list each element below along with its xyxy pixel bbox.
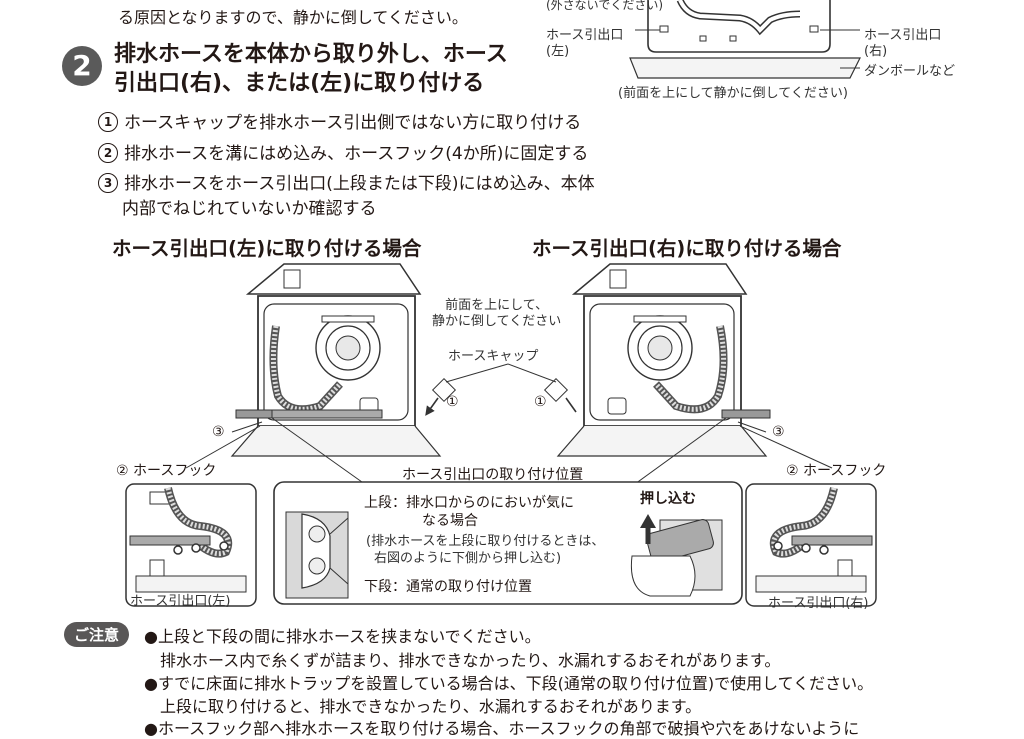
step-number-badge: 2 <box>62 46 102 86</box>
cardboard-label: ダンボールなど <box>864 64 956 79</box>
mount-title: ホース引出口の取り付け位置 <box>402 467 584 483</box>
outlet-left-label: ホース引出口(左) <box>130 594 231 609</box>
lower-label: 下段：通常の取り付け位置 <box>364 579 532 595</box>
intro-text: る原因となりますので、静かに倒してください。 <box>118 8 468 27</box>
top-figure <box>629 0 861 79</box>
note-line-2: 排水ホース内で糸くずが詰まり、排水できなかったり、水漏れするおそれがあります。 <box>144 651 781 670</box>
upper-label-2: なる場合 <box>422 513 478 529</box>
cut-label: (外さないでください) <box>546 0 664 12</box>
hook-left-text: ホースフック <box>133 463 217 479</box>
front-up-line1: 前面を上にして、 <box>445 298 549 313</box>
push-illustration <box>630 514 723 597</box>
step-title-line1: 排水ホースを本体から取り外し、ホース <box>114 42 508 67</box>
substep-3: 3 排水ホースをホース引出口(上段または下段)にはめ込み、本体 <box>98 169 595 194</box>
front-up-line2: 静かに倒してください <box>432 314 562 329</box>
note-line-3: ●すでに床面に排水トラップを設置している場合は、下段(通常の取り付け位置)で使用… <box>144 674 874 693</box>
caution-badge: ご注意 <box>64 622 130 647</box>
marker-3-right: ③ <box>772 424 785 440</box>
left-detail-box <box>125 483 257 607</box>
hook-left-label: ② ホースフック <box>116 463 217 479</box>
hose-right-label-2: (右) <box>864 44 888 59</box>
substep-number: 2 <box>98 143 118 163</box>
step-title-line2: 引出口(右)、または(左)に取り付ける <box>114 71 485 96</box>
right-detail-box <box>745 483 877 607</box>
hose-cap-label: ホースキャップ <box>448 349 539 364</box>
upper-label: 上段：排水口からのにおいが気に <box>364 495 574 511</box>
cardboard-shape <box>629 57 861 79</box>
case-left-title: ホース引出口(左)に取り付ける場合 <box>112 237 422 260</box>
substep-2: 2 排水ホースを溝にはめ込み、ホースフック(4か所)に固定する <box>98 139 588 164</box>
substep-text: 排水ホースをホース引出口(上段または下段)にはめ込み、本体 <box>124 174 595 194</box>
top-caption: (前面を上にして静かに倒してください) <box>618 86 848 101</box>
upper-note-2: 右図のように下側から押し込む) <box>374 551 562 566</box>
case-right-title: ホース引出口(右)に取り付ける場合 <box>532 237 842 260</box>
left-washer <box>230 263 442 457</box>
marker-1-right: ① <box>534 394 547 410</box>
hook-right-text: ホースフック <box>803 463 887 479</box>
front-up-label: 前面を上にして、 静かに倒してください <box>432 298 561 330</box>
hose-left-label-2: (左) <box>546 44 570 59</box>
upper-note-1: (排水ホースを上段に取り付けるときは、 <box>366 534 605 549</box>
marker-3-left: ③ <box>212 424 225 440</box>
washer-bottom-top-view <box>647 0 831 53</box>
marker-1-left: ① <box>446 394 459 410</box>
substep-text: ホースキャップを排水ホース引出側ではない方に取り付ける <box>124 113 582 133</box>
right-washer <box>556 263 771 457</box>
hose-left-label-1: ホース引出口 <box>546 28 624 43</box>
substep-1: 1 ホースキャップを排水ホース引出側ではない方に取り付ける <box>98 108 581 133</box>
installation-diagram <box>125 263 877 607</box>
hook-right-label: ② ホースフック <box>786 463 887 479</box>
outlet-right-label: ホース引出口(右) <box>768 596 869 611</box>
substep-3-cont: 内部でねじれていないか確認する <box>122 199 377 219</box>
mount-detail-box <box>273 481 743 605</box>
substep-number: 3 <box>98 173 118 193</box>
hose-cap-right <box>543 377 577 413</box>
note-line-5: ●ホースフック部へ排水ホースを取り付ける場合、ホースフックの角部で破損や穴をあけ… <box>144 719 860 738</box>
note-line-4: 上段に取り付けると、排水できなかったり、水漏れするおそれがあります。 <box>144 697 702 716</box>
substep-text: 排水ホースを溝にはめ込み、ホースフック(4か所)に固定する <box>124 144 589 164</box>
hose-cap-left <box>425 377 457 416</box>
push-label: 押し込む <box>640 491 696 507</box>
step-title: 排水ホースを本体から取り外し、ホース 引出口(右)、または(左)に取り付ける <box>114 40 508 98</box>
hose-right-label-1: ホース引出口 <box>864 28 942 43</box>
note-line-1: ●上段と下段の間に排水ホースを挟まないでください。 <box>144 627 541 646</box>
substep-number: 1 <box>98 112 118 132</box>
